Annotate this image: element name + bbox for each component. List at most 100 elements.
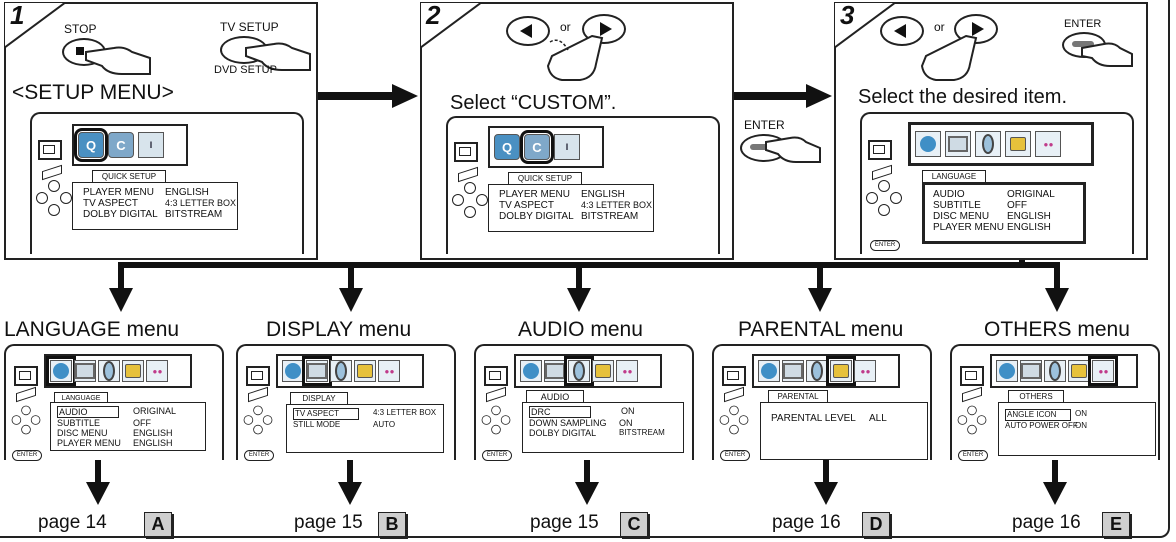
parental-lock-icon[interactable]	[1005, 131, 1031, 157]
audio-icon[interactable]	[975, 131, 1001, 157]
quick-setup-tab: QUICK SETUP	[508, 172, 582, 185]
enter-pill: ENTER	[870, 240, 900, 251]
tv-icon	[868, 140, 892, 160]
or-label: or	[560, 20, 571, 34]
player-icon	[42, 164, 62, 181]
tv-icon	[454, 142, 478, 162]
audio-icon[interactable]	[1044, 360, 1066, 382]
custom-icon-bar	[44, 354, 192, 388]
others-icon[interactable]	[854, 360, 876, 382]
page-ref-b: page 15	[294, 512, 363, 533]
dpad-icon	[866, 180, 902, 216]
others-icon[interactable]	[146, 360, 168, 382]
page-ref-d: page 16	[772, 512, 841, 533]
others-tab: OTHERS	[1008, 390, 1064, 403]
quick-setup-tab: QUICK SETUP	[92, 170, 166, 183]
audio-icon[interactable]	[98, 360, 120, 382]
language-icon[interactable]	[282, 360, 304, 382]
letter-a: A	[144, 512, 172, 537]
page-arrows	[86, 458, 1067, 505]
left-arrow-button[interactable]	[506, 16, 550, 46]
page-ref-a: page 14	[38, 512, 107, 533]
dpad-icon	[243, 405, 273, 435]
display-icon[interactable]	[945, 131, 971, 157]
custom-icon-bar	[514, 354, 662, 388]
step-2-panel: 2 or Select “CUSTOM”. Q C I QUICK SETUP …	[420, 0, 734, 260]
others-icon[interactable]	[1088, 356, 1118, 386]
parental-lock-icon[interactable]	[826, 356, 856, 386]
language-icon[interactable]	[758, 360, 780, 382]
audio-icon[interactable]	[806, 360, 828, 382]
others-icon[interactable]	[616, 360, 638, 382]
enter-pill: ENTER	[12, 450, 42, 461]
step-number-badge	[4, 2, 68, 50]
custom-icon[interactable]: C	[520, 130, 554, 164]
page-ref-c: page 15	[530, 512, 599, 533]
select-custom-caption: Select “CUSTOM”.	[450, 92, 617, 114]
or-label: or	[934, 20, 945, 34]
display-icon[interactable]	[544, 360, 566, 382]
menu-title-language: LANGUAGE menu	[4, 318, 180, 341]
tv-setup-label: TV SETUP	[220, 20, 279, 34]
quick-icon[interactable]: Q	[494, 134, 520, 160]
parental-lock-icon[interactable]	[1068, 360, 1090, 382]
audio-icon[interactable]	[564, 356, 594, 386]
display-icon[interactable]	[1020, 360, 1042, 382]
custom-icon-bar	[908, 122, 1094, 166]
triangle-left-icon	[520, 24, 532, 38]
custom-icon[interactable]: C	[108, 132, 134, 158]
tv-icon	[722, 366, 746, 386]
parental-lock-icon[interactable]	[122, 360, 144, 382]
pointing-hand-icon	[85, 46, 151, 75]
enter-pill: ENTER	[720, 450, 750, 461]
language-icon[interactable]	[996, 360, 1018, 382]
player-icon	[962, 386, 982, 403]
others-icon[interactable]	[1035, 131, 1061, 157]
initialize-icon[interactable]: I	[554, 134, 580, 160]
display-icon[interactable]	[74, 360, 96, 382]
enter-pill: ENTER	[244, 450, 274, 461]
language-icon[interactable]	[915, 131, 941, 157]
letter-d: D	[862, 512, 890, 537]
setup-menu-caption: <SETUP MENU>	[12, 81, 174, 104]
language-icon[interactable]	[46, 356, 76, 386]
audio-icon[interactable]	[330, 360, 352, 382]
menu-title-others: OTHERS menu	[984, 318, 1130, 341]
audio-tab: AUDIO	[526, 390, 584, 403]
initialize-icon[interactable]: I	[138, 132, 164, 158]
left-arrow-button[interactable]	[880, 16, 924, 46]
player-icon	[872, 164, 892, 181]
parental-lock-icon[interactable]	[354, 360, 376, 382]
dpad-icon	[36, 180, 72, 216]
parental-tab: PARENTAL	[768, 390, 828, 403]
display-icon[interactable]	[782, 360, 804, 382]
quick-icon[interactable]: Q	[74, 128, 108, 162]
language-icon[interactable]	[520, 360, 542, 382]
enter-label: ENTER	[744, 118, 785, 132]
display-icon[interactable]	[302, 356, 332, 386]
others-icon[interactable]	[378, 360, 400, 382]
parental-lock-icon[interactable]	[592, 360, 614, 382]
